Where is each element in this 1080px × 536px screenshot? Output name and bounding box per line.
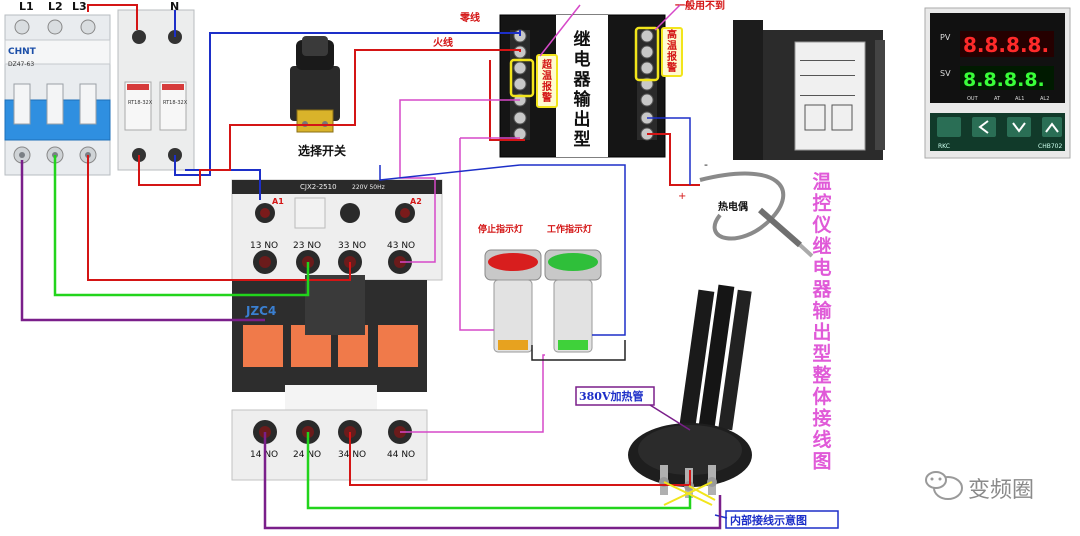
panel-controller [924,7,1071,159]
v-title-char: 电 [812,256,831,279]
v-over-char: 温 [542,69,552,82]
v-title-char: 输 [812,299,832,322]
breaker-brand: CHNT [8,47,37,57]
v-title-char: 继 [812,235,831,258]
v-over-char: 报 [542,80,552,93]
v-title-char: 整 [812,364,831,387]
contactor-coil-rating: 220V 50Hz [352,184,385,191]
v-relay-char: 输 [574,89,592,110]
selector-switch-label: 选择开关 [298,143,346,158]
v-title-char: 图 [812,451,831,473]
heater-inner-cross [663,481,716,506]
terminal-43-label: 43 NO [387,241,415,251]
v-title-char: 型 [812,342,831,365]
fuse-holder: RT18-32X RT18-32X [117,9,195,171]
v-high-char: 温 [667,39,677,52]
wire-black-lamp-link [531,340,626,361]
v-title-char: 出 [812,321,831,344]
watermark [925,471,963,500]
v-relay-char: 器 [573,70,592,90]
pv-display: 8.8.8.8. [963,33,1049,57]
pv-label: PV [940,33,951,42]
watermark-text: 变频圈 [968,478,1034,503]
contactor-label: JZC4 [245,304,276,318]
v-relay-char: 型 [574,129,591,150]
thermocouple-plus: + [678,191,686,202]
panel-brand: RKC [938,143,950,150]
thermocouple-minus: - [704,158,708,171]
v-over-char: 警 [541,91,552,104]
v-title-char: 控 [812,192,831,215]
fuse-label-n: N [170,0,179,13]
relay-controller-left-terminals [510,29,530,141]
v-title-char: 温 [812,171,831,193]
inner-wiring-note: 内部接线示意图 [730,513,807,527]
v-title-char: 线 [812,428,831,451]
contactor-a2-label: A2 [410,197,422,206]
fuse-rating-right: RT18-32X [163,100,188,106]
indicator-at: AT [994,96,1001,102]
wire-purple [20,160,722,530]
terminal-33-label: 33 NO [338,241,366,251]
terminal-44-label: 44 NO [387,450,415,460]
relay-controller-right-terminals [637,29,657,141]
terminal-13-label: 13 NO [250,241,278,251]
heater-label: 380V加热管 [579,389,644,403]
high-temp-terminal-highlight [634,26,660,82]
neutral-wire-label: 零线 [459,11,480,24]
indicator-out: OUT [967,96,979,102]
sv-display: 8.8.8.8. [963,69,1045,91]
wire-dark-blue-lamp [379,117,691,336]
breaker-label-l3: L3 [72,0,87,13]
fuse-rating-left: RT18-32X [128,100,153,106]
wire-red-live [87,4,700,486]
sv-label: SV [940,69,951,78]
wire-blue-neutral [174,10,521,200]
indicator-al2: AL2 [1040,96,1049,102]
v-relay-char: 继 [574,29,591,50]
v-high-char: 报 [667,50,677,63]
v-title-char: 接 [812,408,831,430]
stop-indicator-lamp [484,249,542,353]
live-wire-label: 火线 [433,36,453,49]
over-temp-terminal-highlight [509,58,535,98]
indicator-al1: AL1 [1015,96,1024,102]
thermocouple-label: 热电偶 [718,200,748,213]
contactor-model: CJX2-2510 [300,183,337,191]
breaker-model: DZ47-63 [8,61,34,68]
terminal-34-label: 34 NO [338,450,366,460]
wire-magenta [399,4,681,433]
v-title-char: 器 [811,279,832,301]
selector-switch [290,36,340,133]
v-relay-char: 电 [574,49,591,70]
breaker-label-l2: L2 [48,0,63,13]
wire-green [53,155,692,510]
breaker-label-l1: L1 [19,0,34,13]
stop-lamp-label: 停止指示灯 [478,223,523,235]
work-indicator-lamp [544,249,602,353]
v-title-char: 仪 [811,214,832,236]
v-title-char: 体 [812,385,832,408]
rarely-used-label: 一般用不到 [675,0,725,12]
contactor-a1-label: A1 [272,197,284,206]
terminal-23-label: 23 NO [293,241,321,251]
work-lamp-label: 工作指示灯 [547,223,592,235]
controller-side-view [733,20,885,160]
v-relay-char: 出 [574,109,591,130]
circuit-breaker: CHNT DZ47-63 [4,14,111,176]
v-over-char: 超 [541,58,553,71]
ac-contactor [231,179,443,481]
v-high-char: 高 [667,28,677,41]
panel-model: CHB702 [1038,143,1062,150]
thermocouple [699,171,814,258]
v-high-char: 警 [666,61,677,74]
